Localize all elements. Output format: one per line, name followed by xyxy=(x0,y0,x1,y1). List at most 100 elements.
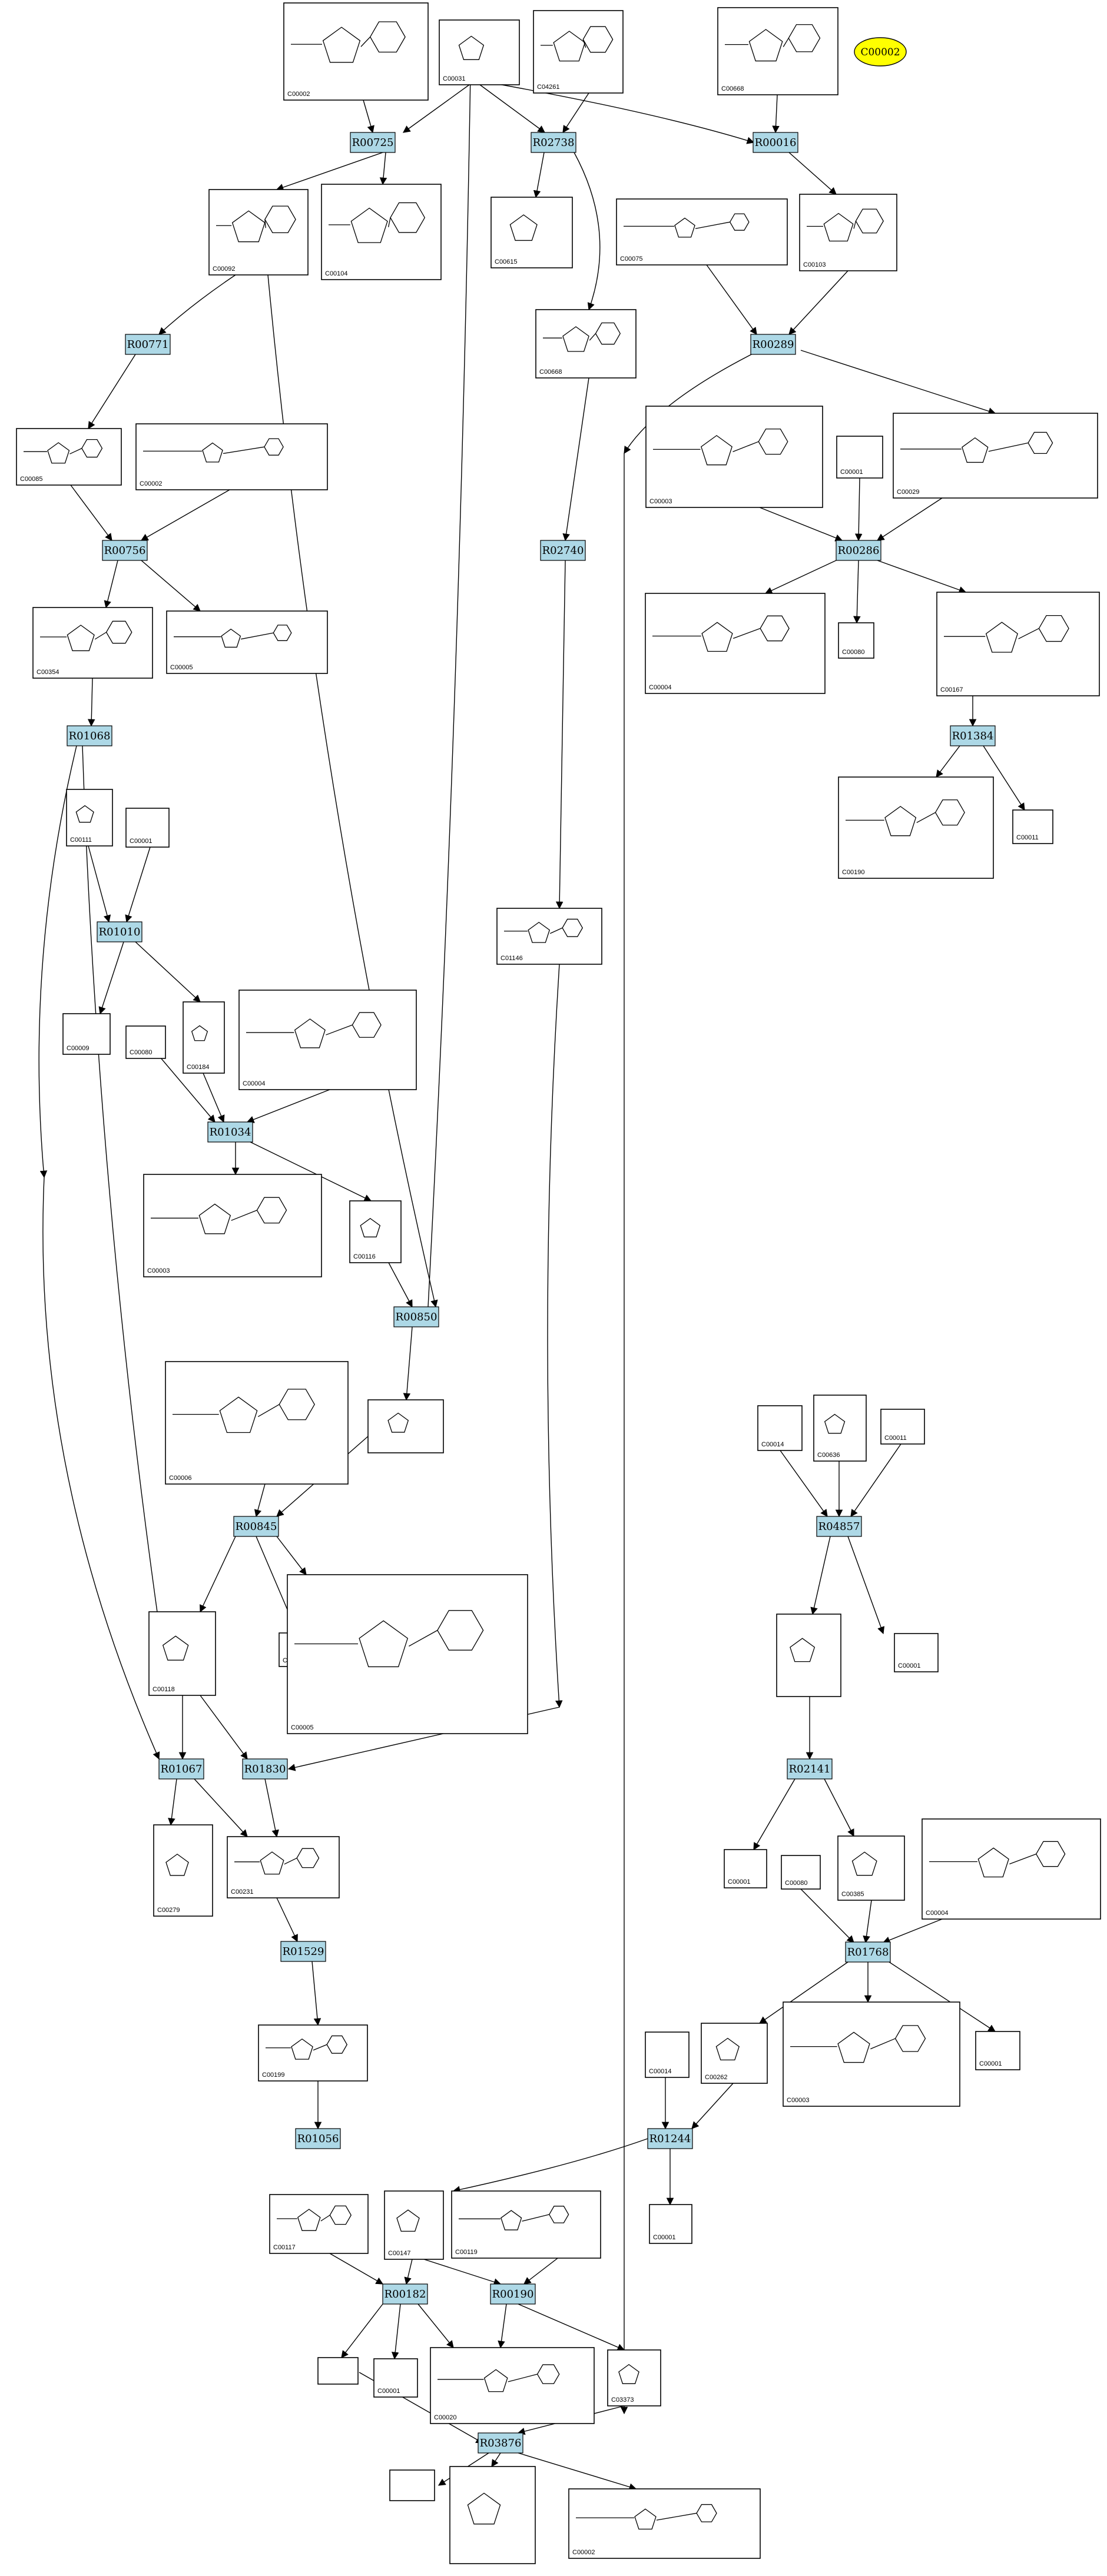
compound-node[interactable]: C00001 xyxy=(724,1849,767,1888)
compound-node[interactable]: C00111 xyxy=(66,789,113,847)
compound-node[interactable]: C00003 xyxy=(783,2001,960,2107)
compound-id: C00085 xyxy=(20,476,43,483)
compound-node[interactable]: C00279 xyxy=(153,1824,213,1917)
compound-node[interactable]: C00080 xyxy=(781,1855,821,1890)
compound-node[interactable] xyxy=(449,2466,536,2564)
compound-node[interactable]: C00005 xyxy=(166,610,328,674)
compound-id: C00385 xyxy=(841,1891,864,1898)
compound-node[interactable]: C00031 xyxy=(439,19,520,85)
compound-node[interactable]: C00636 xyxy=(813,1395,867,1462)
compound-node[interactable]: C00117 xyxy=(269,2194,369,2254)
reaction-node[interactable]: R01034 xyxy=(207,1121,253,1143)
compound-node[interactable]: C00001 xyxy=(649,2204,692,2244)
compound-node[interactable]: C01146 xyxy=(496,908,602,965)
reaction-node[interactable]: R00845 xyxy=(233,1516,279,1537)
compound-node[interactable] xyxy=(367,1399,444,1453)
molecule-ring xyxy=(884,806,917,836)
compound-node[interactable]: C00080 xyxy=(838,622,874,659)
reaction-node[interactable]: R00016 xyxy=(753,132,798,153)
compound-node[interactable]: C00147 xyxy=(384,2190,444,2260)
compound-node[interactable]: C00020 xyxy=(430,2347,595,2424)
compound-node[interactable]: C00005 xyxy=(287,1574,528,1734)
reaction-node[interactable]: R01068 xyxy=(67,725,112,746)
edge-arrow xyxy=(788,270,849,335)
reaction-node[interactable]: R01830 xyxy=(242,1758,288,1780)
compound-box xyxy=(283,2,429,101)
reaction-node[interactable]: R00850 xyxy=(393,1306,439,1327)
compound-id: C00116 xyxy=(353,1253,376,1260)
reaction-node[interactable]: R01010 xyxy=(97,921,142,942)
reaction-node[interactable]: R01056 xyxy=(295,2128,341,2149)
reaction-node[interactable]: R04857 xyxy=(816,1516,862,1537)
reaction-node[interactable]: R03876 xyxy=(478,2432,523,2454)
compound-node[interactable]: C00385 xyxy=(837,1835,905,1901)
reaction-node[interactable]: R02738 xyxy=(531,132,576,153)
compound-node[interactable]: C04261 xyxy=(533,10,624,94)
compound-node[interactable]: C00199 xyxy=(258,2024,368,2082)
molecule-ring xyxy=(219,1396,258,1433)
compound-node[interactable]: C00001 xyxy=(836,436,883,479)
edge-arrow xyxy=(764,560,837,594)
compound-node[interactable]: C00615 xyxy=(490,197,573,268)
reaction-node[interactable]: R02740 xyxy=(540,540,586,561)
compound-node[interactable]: C00184 xyxy=(183,1001,225,1074)
compound-node[interactable]: C00075 xyxy=(616,198,788,265)
compound-node[interactable]: C00002 xyxy=(283,2,429,101)
compound-node[interactable]: C00001 xyxy=(125,808,170,848)
edge-arrow xyxy=(38,745,77,1179)
compound-node[interactable]: C00080 xyxy=(125,1025,166,1059)
compound-node[interactable]: C00668 xyxy=(535,309,637,379)
compound-node[interactable]: C00119 xyxy=(451,2190,601,2259)
compound-node[interactable]: C00116 xyxy=(349,1200,402,1263)
compound-node[interactable]: C00190 xyxy=(838,776,994,879)
compound-node[interactable]: C00011 xyxy=(880,1409,925,1445)
compound-node[interactable]: C00002 xyxy=(135,423,328,490)
compound-node[interactable] xyxy=(776,1614,841,1697)
compound-node[interactable]: C00003 xyxy=(645,406,823,508)
compound-node[interactable]: C00001 xyxy=(373,2358,418,2398)
compound-node[interactable]: C00262 xyxy=(701,2023,768,2084)
compound-node[interactable]: C00118 xyxy=(148,1611,216,1696)
compound-node[interactable]: C00231 xyxy=(227,1836,340,1898)
compound-node[interactable]: C00014 xyxy=(645,2031,690,2078)
reaction-node[interactable]: R00771 xyxy=(125,334,171,355)
compound-node[interactable]: C00004 xyxy=(922,1818,1101,1920)
compound-node[interactable]: C00001 xyxy=(894,1633,939,1672)
compound-node[interactable]: C00354 xyxy=(32,607,153,679)
reaction-node[interactable]: R00756 xyxy=(102,540,148,561)
compound-node[interactable]: C00002 xyxy=(568,2488,761,2559)
compound-node[interactable]: C00103 xyxy=(799,194,897,271)
reaction-node[interactable]: R01529 xyxy=(280,1941,326,1962)
reaction-node[interactable]: R00182 xyxy=(382,2283,428,2305)
compound-node[interactable]: C00085 xyxy=(16,428,122,486)
compound-node[interactable]: C00014 xyxy=(757,1405,803,1451)
compound-node[interactable]: C00006 xyxy=(165,1361,349,1485)
compound-node[interactable]: C00029 xyxy=(893,413,1098,499)
molecule-ring xyxy=(985,622,1018,653)
reaction-node[interactable]: R01768 xyxy=(845,1941,891,1963)
compound-node[interactable]: C00668 xyxy=(717,7,838,95)
compound-box xyxy=(389,2469,435,2501)
reaction-node[interactable]: R00190 xyxy=(490,2283,536,2305)
compound-node[interactable]: C00009 xyxy=(62,1013,111,1055)
reaction-node[interactable]: R00289 xyxy=(750,334,796,355)
reaction-node[interactable]: R00286 xyxy=(836,540,881,561)
compound-id: C00075 xyxy=(620,255,643,263)
compound-node[interactable]: C03373 xyxy=(607,2349,661,2406)
compound-node[interactable]: C00001 xyxy=(975,2031,1020,2070)
compound-node[interactable]: C00011 xyxy=(1012,809,1053,844)
reaction-node[interactable]: R01384 xyxy=(950,725,996,746)
compound-node[interactable]: C00092 xyxy=(208,189,309,275)
compound-node[interactable]: C00004 xyxy=(645,593,826,694)
compound-node[interactable]: C00104 xyxy=(321,184,442,280)
reaction-node[interactable]: R02141 xyxy=(787,1758,833,1780)
compound-node[interactable]: C00003 xyxy=(143,1174,322,1277)
reaction-node[interactable]: R00725 xyxy=(350,132,396,153)
compound-id: C00118 xyxy=(153,1686,175,1693)
compound-node[interactable]: C00167 xyxy=(936,592,1100,696)
reaction-node[interactable]: R01067 xyxy=(158,1758,204,1780)
compound-node[interactable]: C00004 xyxy=(238,990,417,1090)
reaction-node[interactable]: R01244 xyxy=(647,2128,693,2149)
compound-node[interactable] xyxy=(389,2469,435,2501)
compound-node[interactable] xyxy=(317,2357,359,2385)
